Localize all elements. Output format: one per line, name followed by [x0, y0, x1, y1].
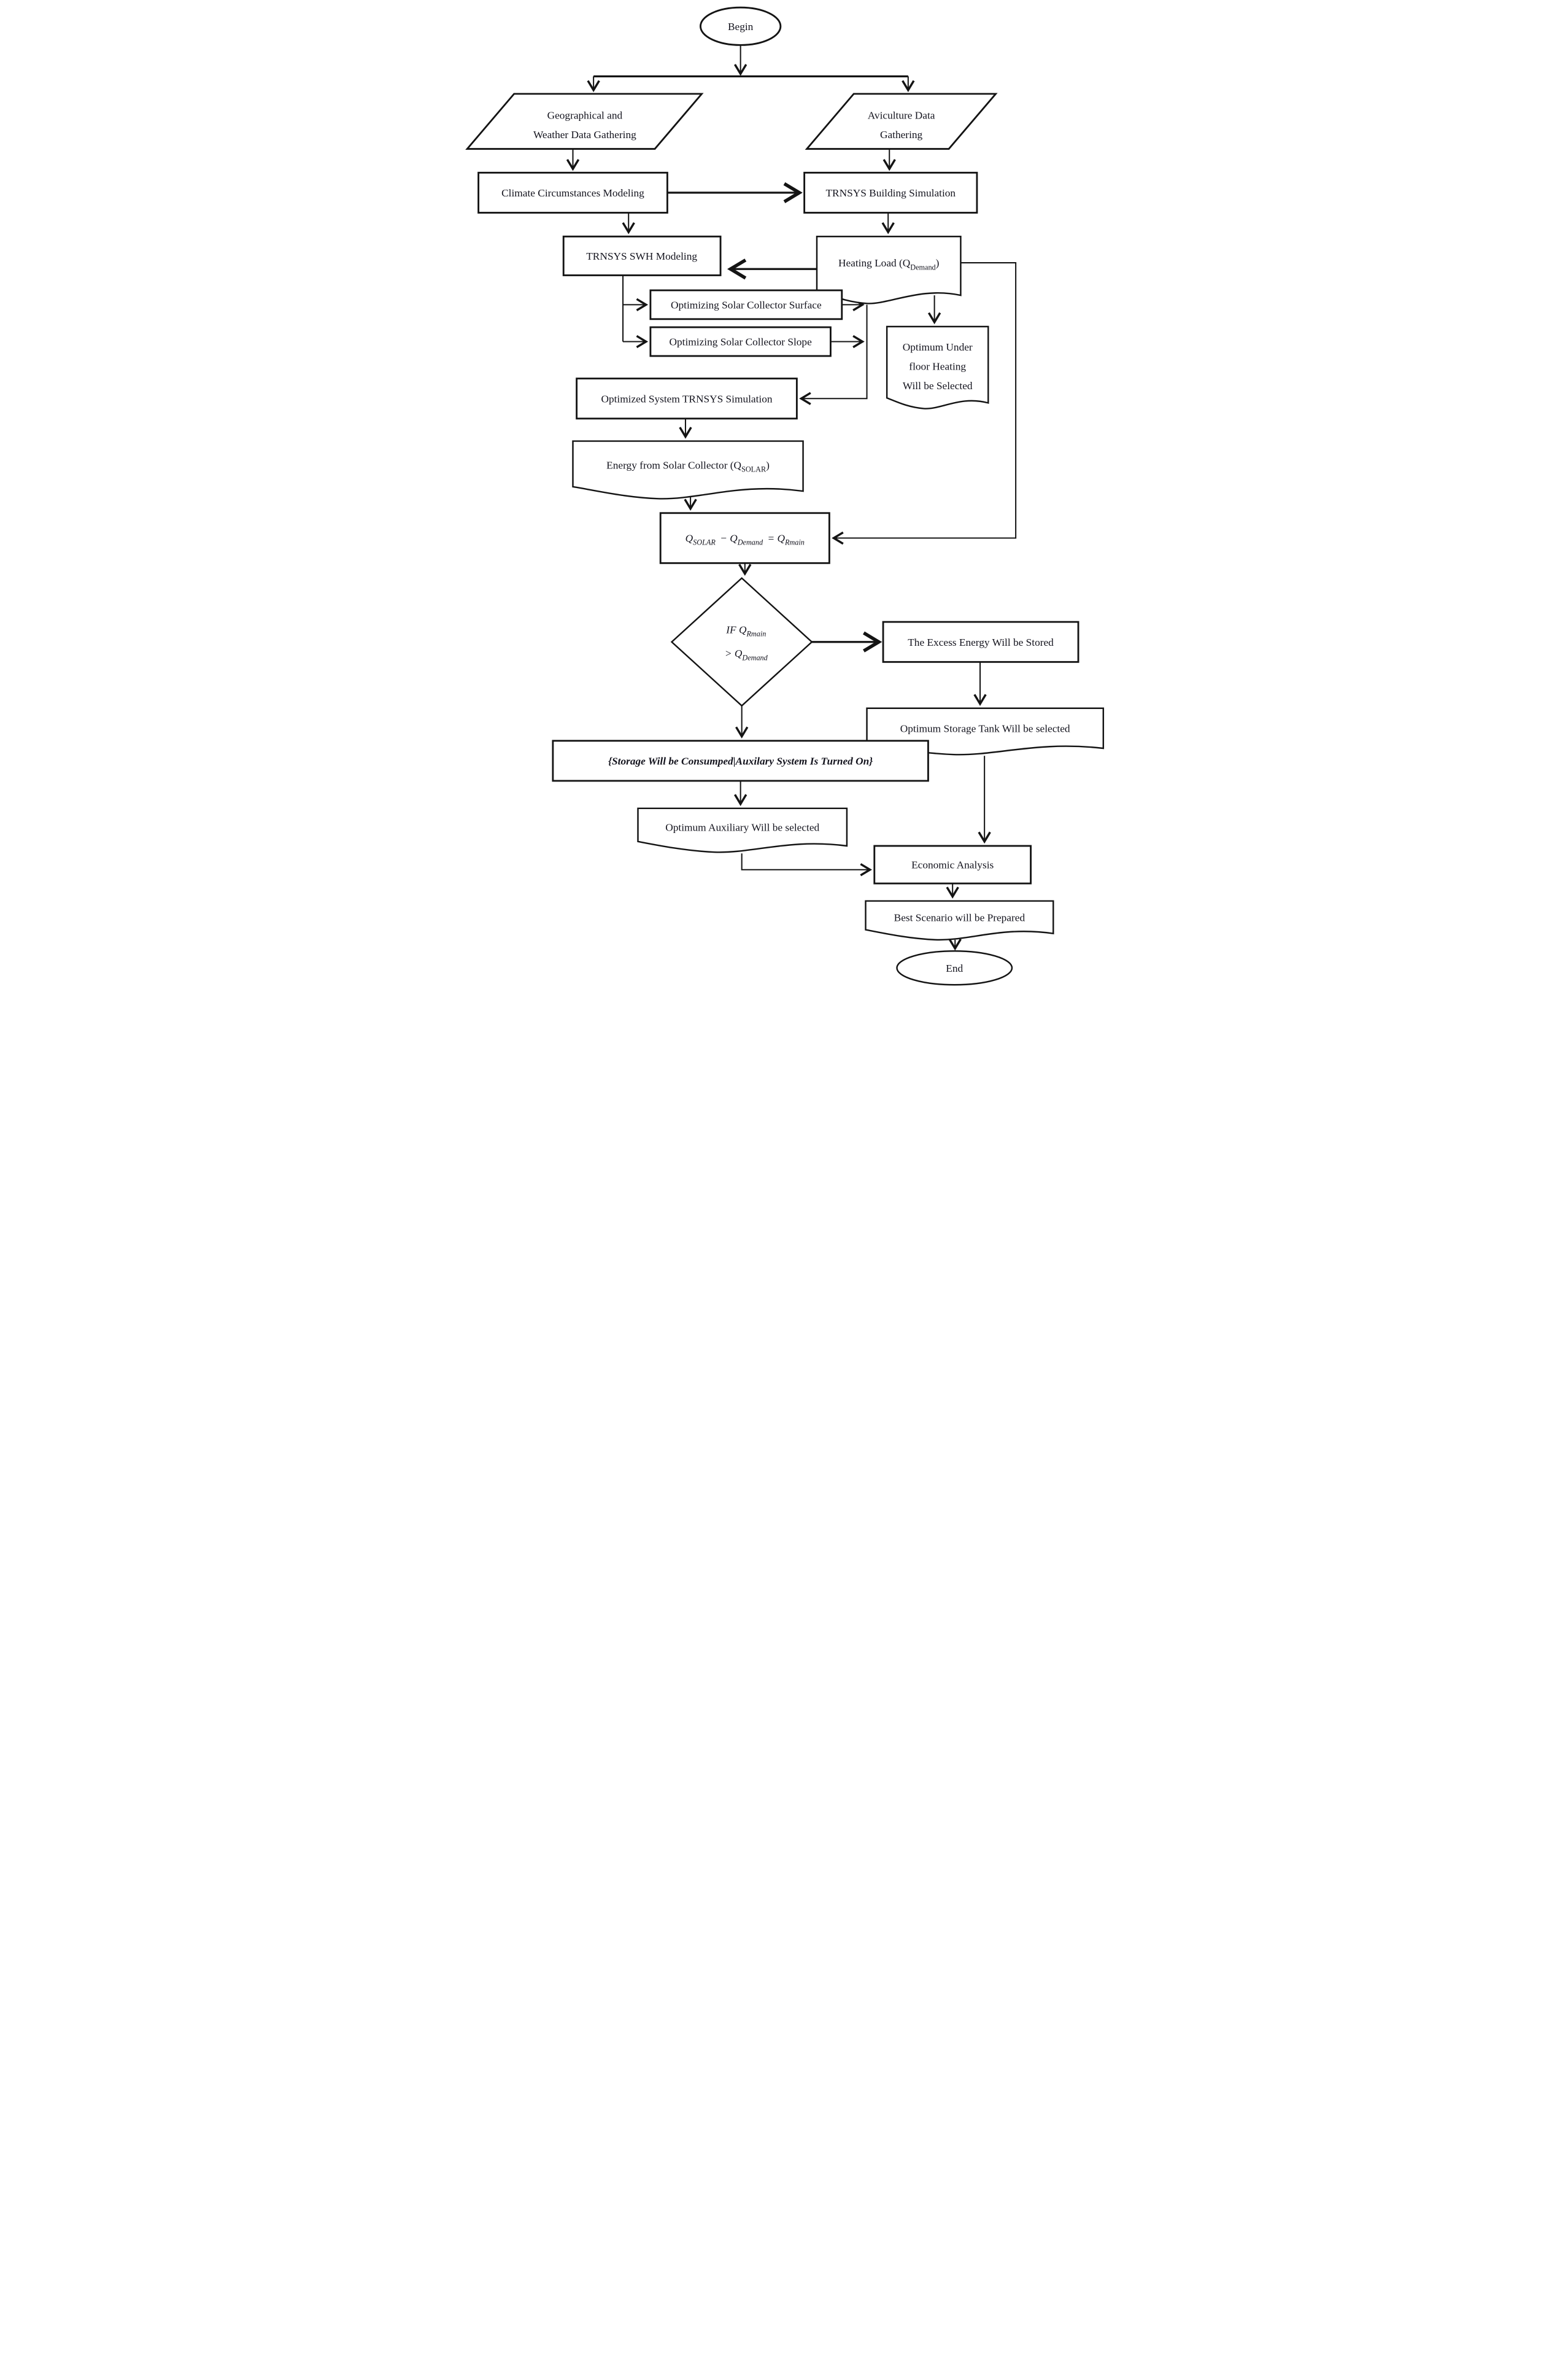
begin-ellipse — [699, 6, 781, 46]
building-simulation-rect — [803, 171, 978, 214]
end-terminator: End — [895, 950, 1013, 986]
economic-analysis-box: Economic Analysis — [873, 845, 1032, 885]
arrow-heating-right-to-formula — [831, 262, 1016, 545]
best-scenario-label: Best Scenario will be Prepared — [894, 912, 1025, 923]
auxiliary-document — [636, 807, 848, 853]
excess-energy-box: The Excess Energy Will be Stored — [882, 621, 1079, 663]
swh-modeling-label: TRNSYS SWH Modeling — [586, 250, 697, 262]
optimize-surface-rect — [649, 289, 843, 320]
decision-shape — [670, 577, 813, 707]
building-simulation-label: TRNSYS Building Simulation — [825, 187, 956, 199]
aviculture-parallelogram — [805, 93, 998, 150]
underfloor-label-line3: Will be Selected — [902, 380, 972, 392]
heating-load-label: Heating Load (QDemand) — [838, 257, 938, 271]
auxiliary-doc: Optimum Auxiliary Will be selected — [636, 807, 848, 853]
optimize-surface-label: Optimizing Solar Collector Surface — [670, 299, 821, 311]
optimize-slope-box: Optimizing Solar Collector Slope — [649, 326, 832, 357]
decision-label-line1: IF QRmain — [725, 624, 766, 638]
swh-modeling-box: TRNSYS SWH Modeling — [562, 235, 721, 276]
formula-box: QSOLAR − QDemand = QRmain — [659, 512, 830, 564]
climate-modeling-box: Climate Circumstances Modeling — [477, 171, 668, 214]
flowchart-page: Begin Geographical and Weather Data Gath… — [458, 0, 1110, 989]
energy-solar-label: Energy from Solar Collector (QSOLAR) — [606, 459, 770, 473]
geo-weather-label-line2: Weather Data Gathering — [533, 129, 636, 141]
building-simulation-box: TRNSYS Building Simulation — [803, 171, 978, 214]
optimized-simulation-rect — [575, 378, 798, 420]
arrow-collector-to-optimized — [798, 304, 868, 405]
geo-weather-label-line1: Geographical and — [547, 110, 622, 122]
auxiliary-label: Optimum Auxiliary Will be selected — [665, 822, 819, 834]
formula-label: QSOLAR − QDemand = QRmain — [685, 533, 804, 547]
begin-label: Begin — [727, 21, 753, 33]
best-scenario-document — [864, 900, 1054, 941]
underfloor-doc: Optimum Under floor Heating Will be Sele… — [886, 325, 989, 409]
underfloor-label-line1: Optimum Under — [902, 341, 972, 353]
end-ellipse — [895, 950, 1013, 986]
optimize-slope-rect — [649, 326, 832, 357]
energy-solar-doc: Energy from Solar Collector (QSOLAR) — [571, 440, 804, 500]
best-scenario-doc: Best Scenario will be Prepared — [864, 900, 1054, 941]
decision-label-line2: > QDemand — [724, 648, 768, 662]
optimized-simulation-label: Optimized System TRNSYS Simulation — [601, 393, 772, 405]
swh-modeling-rect — [562, 235, 721, 276]
excess-energy-label: The Excess Energy Will be Stored — [908, 637, 1054, 648]
arrow-aux-to-economic — [741, 853, 872, 877]
aviculture-label-line2: Gathering — [879, 129, 922, 141]
climate-label: Climate Circumstances Modeling — [501, 187, 644, 199]
consume-aux-label: {Storage Will be Consumped|Auxilary Syst… — [608, 755, 873, 767]
underfloor-document — [886, 325, 989, 409]
end-label: End — [946, 963, 963, 974]
begin-terminator: Begin — [699, 6, 781, 46]
aviculture-input: Aviculture Data Gathering — [805, 93, 998, 150]
geo-weather-parallelogram — [465, 93, 704, 150]
climate-rect — [477, 171, 668, 214]
flowchart-canvas: Begin Geographical and Weather Data Gath… — [465, 6, 1104, 986]
geo-weather-input: Geographical and Weather Data Gathering — [465, 93, 704, 150]
formula-rect — [659, 512, 830, 564]
economic-analysis-label: Economic Analysis — [911, 859, 994, 871]
economic-analysis-rect — [873, 845, 1032, 885]
excess-energy-rect — [882, 621, 1079, 663]
optimize-surface-box: Optimizing Solar Collector Surface — [649, 289, 843, 320]
consume-aux-box: {Storage Will be Consumped|Auxilary Syst… — [551, 740, 929, 782]
decision-diamond: IF QRmain > QDemand — [670, 577, 813, 707]
underfloor-label-line2: floor Heating — [909, 360, 966, 372]
consume-aux-rect — [551, 740, 929, 782]
energy-solar-document — [571, 440, 804, 500]
aviculture-label-line1: Aviculture Data — [867, 110, 935, 122]
storage-tank-label: Optimum Storage Tank Will be selected — [900, 723, 1070, 734]
optimize-slope-label: Optimizing Solar Collector Slope — [669, 336, 812, 348]
optimized-simulation-box: Optimized System TRNSYS Simulation — [575, 378, 798, 420]
